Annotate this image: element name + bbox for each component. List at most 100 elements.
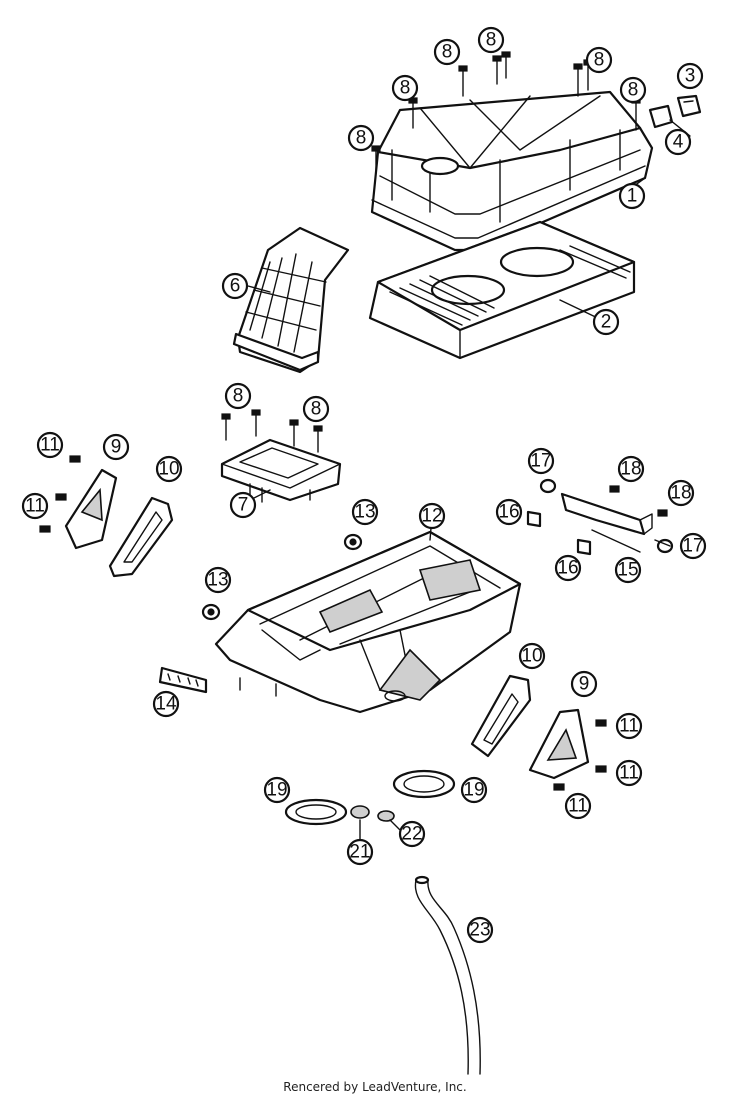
callout-16-b-label: 16 bbox=[557, 558, 578, 579]
callout-12-label: 12 bbox=[421, 506, 442, 527]
flange-bolts bbox=[221, 409, 323, 453]
callout-19-a-label: 19 bbox=[266, 780, 287, 801]
callout-11-c-label: 11 bbox=[619, 716, 639, 737]
callout-21: 21 bbox=[346, 838, 374, 866]
callout-15: 15 bbox=[614, 556, 642, 584]
callout-22-label: 22 bbox=[401, 824, 422, 845]
callout-8-f-label: 8 bbox=[356, 128, 367, 149]
callout-8-b: 8 bbox=[477, 26, 505, 54]
callout-8-d-label: 8 bbox=[400, 78, 411, 99]
callout-10-a: 10 bbox=[155, 455, 183, 483]
callout-1-label: 1 bbox=[627, 186, 638, 207]
callout-1: 1 bbox=[618, 182, 646, 210]
side-cover-9-left[interactable] bbox=[64, 468, 118, 550]
callout-8-c: 8 bbox=[585, 46, 613, 74]
cap-22[interactable] bbox=[377, 810, 395, 822]
callout-17-b: 17 bbox=[679, 532, 707, 560]
callout-10-b-label: 10 bbox=[521, 646, 542, 667]
callout-8-f: 8 bbox=[347, 124, 375, 152]
gasket-4[interactable] bbox=[648, 104, 674, 129]
callout-9-b-label: 9 bbox=[579, 674, 590, 695]
callout-11-c: 11 bbox=[615, 712, 643, 740]
callout-8-a-label: 8 bbox=[442, 42, 453, 63]
callout-4: 4 bbox=[664, 128, 692, 156]
callout-6-label: 6 bbox=[230, 276, 241, 297]
callout-17-a: 17 bbox=[527, 447, 555, 475]
screws-18 bbox=[609, 485, 668, 517]
callout-13-b: 13 bbox=[204, 566, 232, 594]
callout-14-label: 14 bbox=[155, 694, 177, 715]
side-cover-9-right[interactable] bbox=[528, 708, 590, 780]
callout-19-a: 19 bbox=[263, 776, 291, 804]
small-cover-3[interactable] bbox=[676, 94, 702, 118]
callout-8-d: 8 bbox=[391, 74, 419, 102]
callout-8-b-label: 8 bbox=[486, 30, 497, 51]
callout-13-a-label: 13 bbox=[354, 502, 375, 523]
callout-11-d: 11 bbox=[615, 759, 643, 787]
callout-13-a: 13 bbox=[351, 498, 379, 526]
callout-10-a-label: 10 bbox=[158, 459, 179, 480]
render-credit: Rencered by LeadVenture, Inc. bbox=[283, 1080, 467, 1094]
callout-21-label: 21 bbox=[349, 842, 370, 863]
grommet-13-lower[interactable] bbox=[201, 603, 221, 621]
callout-11-e-label: 11 bbox=[568, 796, 588, 817]
drain-hose-23[interactable] bbox=[414, 875, 481, 1075]
airbox-lid[interactable] bbox=[370, 90, 654, 252]
callout-2: 2 bbox=[592, 308, 620, 336]
callout-8-h-label: 8 bbox=[311, 399, 322, 420]
callout-8-c-label: 8 bbox=[594, 50, 605, 71]
callout-8-a: 8 bbox=[433, 38, 461, 66]
callout-8-g-label: 8 bbox=[233, 386, 244, 407]
callout-13-b-label: 13 bbox=[207, 570, 228, 591]
clip-16-upper[interactable] bbox=[526, 510, 542, 528]
callout-8-e: 8 bbox=[619, 76, 647, 104]
callout-12: 12 bbox=[418, 502, 446, 530]
callout-18-a-label: 18 bbox=[620, 459, 641, 480]
bracket-15[interactable] bbox=[560, 492, 653, 553]
callout-4-label: 4 bbox=[673, 132, 684, 153]
intake-boot[interactable] bbox=[232, 226, 350, 374]
callout-23: 23 bbox=[466, 916, 494, 944]
cap-21[interactable] bbox=[350, 805, 370, 819]
grommet-13-upper[interactable] bbox=[343, 533, 363, 551]
callout-11-a-label: 11 bbox=[40, 435, 60, 456]
callout-17-b-label: 17 bbox=[682, 536, 703, 557]
seal-ring-19-left[interactable] bbox=[284, 798, 348, 826]
gasket-10-right[interactable] bbox=[470, 674, 532, 758]
callout-11-b-label: 11 bbox=[25, 496, 45, 517]
callout-19-b-label: 19 bbox=[463, 780, 484, 801]
grommet-17-upper[interactable] bbox=[539, 478, 557, 494]
callout-9-a: 9 bbox=[102, 433, 130, 461]
callout-8-e-label: 8 bbox=[628, 80, 639, 101]
callout-14: 14 bbox=[152, 690, 180, 718]
callout-7-label: 7 bbox=[238, 495, 249, 516]
callout-10-b: 10 bbox=[518, 642, 546, 670]
callout-16-a-label: 16 bbox=[498, 502, 519, 523]
callout-18-b-label: 18 bbox=[670, 483, 691, 504]
screws-11-left bbox=[39, 455, 81, 533]
callout-6: 6 bbox=[221, 272, 249, 300]
gasket-10-left[interactable] bbox=[108, 496, 174, 578]
air-filter[interactable] bbox=[368, 220, 636, 360]
callout-16-a: 16 bbox=[495, 498, 523, 526]
airbox-housing[interactable] bbox=[214, 530, 522, 714]
callout-8-g: 8 bbox=[224, 382, 252, 410]
callout-19-b: 19 bbox=[460, 776, 488, 804]
callout-11-e: 11 bbox=[564, 792, 592, 820]
clip-16-lower[interactable] bbox=[576, 538, 592, 556]
callout-11-b: 11 bbox=[21, 492, 49, 520]
callout-3: 3 bbox=[676, 62, 704, 90]
callout-7: 7 bbox=[229, 491, 257, 519]
callout-15-label: 15 bbox=[617, 560, 638, 581]
callout-8-h: 8 bbox=[302, 395, 330, 423]
callout-23-label: 23 bbox=[469, 920, 490, 941]
callout-3-label: 3 bbox=[685, 66, 696, 87]
callout-16-b: 16 bbox=[554, 554, 582, 582]
callout-9-b: 9 bbox=[570, 670, 598, 698]
callout-18-b: 18 bbox=[667, 479, 695, 507]
seal-ring-19-right[interactable] bbox=[392, 769, 456, 799]
callout-22: 22 bbox=[398, 820, 426, 848]
callout-11-d-label: 11 bbox=[619, 763, 639, 784]
rubber-strip-14[interactable] bbox=[158, 666, 208, 694]
